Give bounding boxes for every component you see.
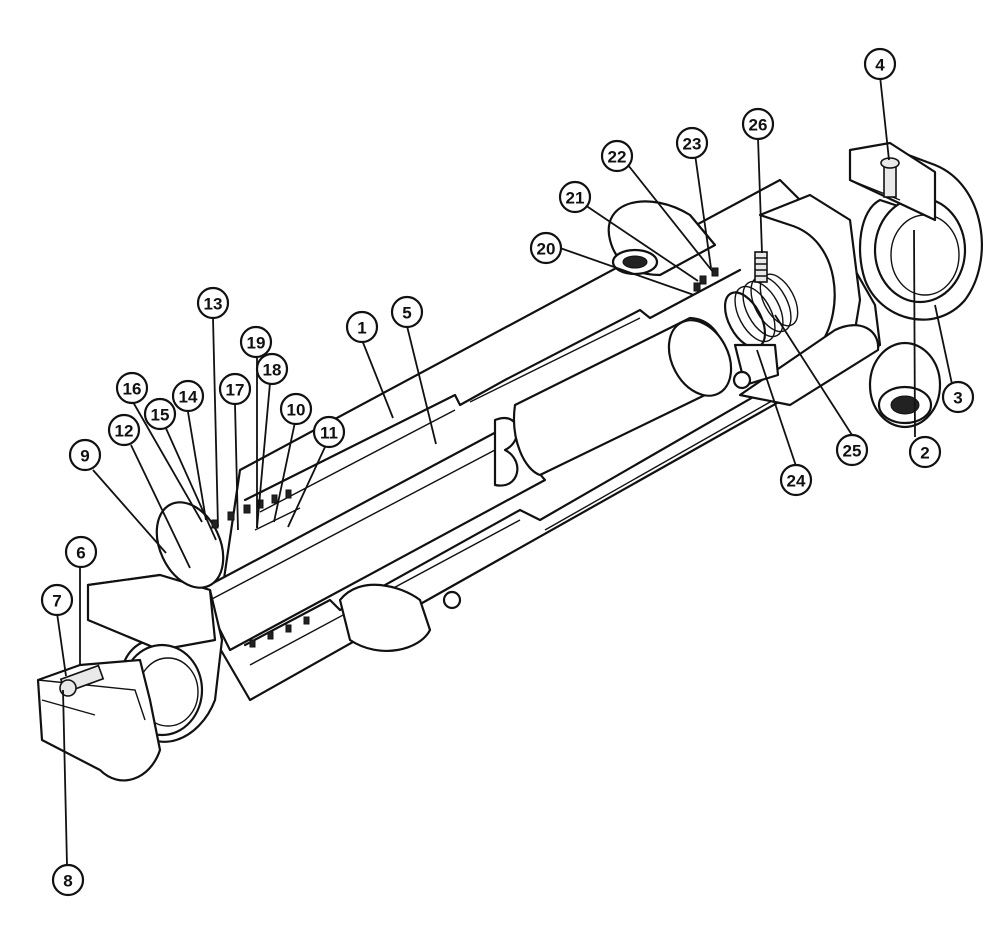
callout-number: 21 — [566, 189, 585, 208]
callout-21: 21 — [558, 180, 592, 214]
callout-number: 10 — [287, 401, 306, 420]
callout-number: 9 — [80, 447, 89, 466]
callout-22: 22 — [600, 139, 634, 173]
callout-8: 8 — [51, 863, 85, 897]
gland-seals — [211, 489, 310, 648]
callout-25: 25 — [835, 433, 869, 467]
rod-break — [493, 416, 519, 487]
piston-seal-21 — [699, 275, 707, 285]
callout-circle — [529, 231, 563, 265]
callout-14: 14 — [171, 379, 205, 413]
callout-15: 15 — [143, 397, 177, 431]
callout-number: 18 — [263, 361, 282, 380]
callout-circle — [908, 435, 942, 469]
barrel-cutaway-lower — [243, 368, 802, 647]
callout-circle — [779, 463, 813, 497]
callout-circle — [863, 47, 897, 81]
callout-number: 15 — [151, 406, 170, 425]
callout-4: 4 — [863, 47, 897, 81]
callout-number: 23 — [683, 135, 702, 154]
callout-circle — [64, 535, 98, 569]
head-end-cap — [758, 193, 862, 347]
callout-number: 8 — [63, 872, 72, 891]
callout-number: 26 — [749, 116, 768, 135]
callout-number: 1 — [357, 319, 366, 338]
callout-circle — [390, 295, 424, 329]
callout-20: 20 — [529, 231, 563, 265]
callout-circle — [218, 372, 252, 406]
callout-number: 13 — [204, 295, 223, 314]
callout-19: 19 — [239, 325, 273, 359]
callout-circle — [941, 380, 975, 414]
callout-circle — [255, 352, 289, 386]
callout-number: 25 — [843, 442, 862, 461]
callout-7: 7 — [40, 583, 74, 617]
callout-1: 1 — [345, 310, 379, 344]
callout-number: 5 — [402, 304, 411, 323]
callout-number: 2 — [920, 444, 929, 463]
barrel-cutaway-upper — [243, 268, 742, 502]
cylinder-drawing — [36, 141, 983, 782]
gland-face — [155, 501, 225, 589]
callout-number: 3 — [953, 389, 962, 408]
callout-number: 22 — [608, 148, 627, 167]
callout-number: 19 — [247, 334, 266, 353]
callout-circle — [558, 180, 592, 214]
callout-number: 11 — [320, 424, 338, 443]
callout-circle — [51, 863, 85, 897]
clevis-bolt-right — [883, 164, 897, 198]
callout-13: 13 — [196, 286, 230, 320]
callout-number: 7 — [52, 592, 61, 611]
callout-circle — [600, 139, 634, 173]
set-screw — [754, 251, 768, 283]
callout-11: 11 — [312, 415, 346, 449]
callout-number: 16 — [123, 380, 142, 399]
callout-number: 14 — [179, 388, 198, 407]
lower-rod-elbow — [338, 583, 432, 652]
callout-6: 6 — [64, 535, 98, 569]
piston-seal-20 — [693, 282, 701, 292]
callout-circle — [279, 392, 313, 426]
callout-circle — [835, 433, 869, 467]
callout-23: 23 — [675, 126, 709, 160]
callout-18: 18 — [255, 352, 289, 386]
callout-10: 10 — [279, 392, 313, 426]
callout-circle — [68, 438, 102, 472]
right-clevis — [848, 141, 983, 321]
callout-circle — [345, 310, 379, 344]
callout-number: 12 — [115, 422, 134, 441]
callout-circle — [196, 286, 230, 320]
callout-number: 24 — [787, 472, 806, 491]
callout-number: 17 — [226, 381, 245, 400]
callout-circle — [40, 583, 74, 617]
callout-26: 26 — [741, 107, 775, 141]
hydraulic-tube — [738, 324, 880, 407]
callout-number: 20 — [537, 240, 556, 259]
callout-3: 3 — [941, 380, 975, 414]
callout-circle — [741, 107, 775, 141]
callout-number: 6 — [76, 544, 85, 563]
callout-9: 9 — [68, 438, 102, 472]
callout-circle — [107, 413, 141, 447]
callout-5: 5 — [390, 295, 424, 329]
callout-16: 16 — [115, 371, 149, 405]
leader-lines — [56, 75, 956, 866]
callout-circle — [115, 371, 149, 405]
callout-circle — [143, 397, 177, 431]
callout-circle — [675, 126, 709, 160]
callout-number: 4 — [875, 56, 885, 75]
callout-circle — [312, 415, 346, 449]
callout-12: 12 — [107, 413, 141, 447]
callout-17: 17 — [218, 372, 252, 406]
callout-2: 2 — [908, 435, 942, 469]
callout-circle — [239, 325, 273, 359]
callout-circle — [171, 379, 205, 413]
callout-24: 24 — [779, 463, 813, 497]
